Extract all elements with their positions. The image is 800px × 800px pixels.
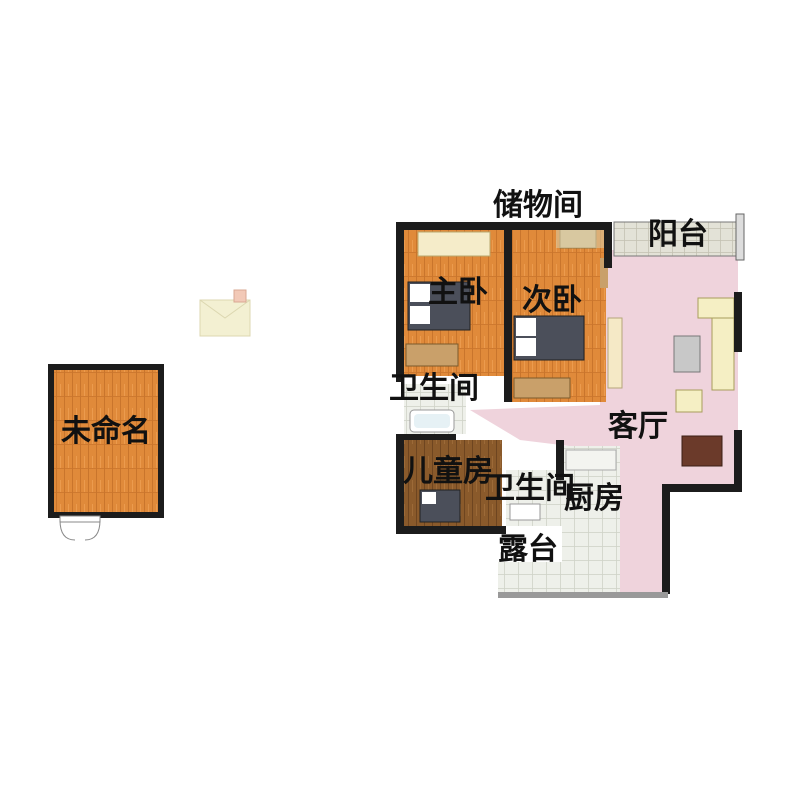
label-balcony: 阳台: [648, 217, 708, 252]
walls: [396, 222, 742, 598]
room-kitchen: [562, 446, 620, 592]
room-storage: [556, 228, 606, 248]
room-terrace: [498, 562, 564, 592]
living-furniture: [607, 297, 735, 467]
room-bathroom-1: [404, 384, 466, 434]
label-master-bedroom: 主卧: [428, 275, 488, 310]
label-storage: 储物间: [493, 188, 583, 223]
label-living-room: 客厅: [608, 409, 668, 444]
label-unnamed: 未命名: [61, 414, 151, 449]
room-second-bedroom: [512, 227, 608, 402]
label-bathroom-2: 卫生间: [485, 471, 575, 506]
label-second-bedroom: 次卧: [522, 283, 582, 318]
label-kids-room: 儿童房: [403, 454, 493, 489]
label-bathroom-1: 卫生间: [389, 371, 479, 406]
room-balcony: [613, 213, 745, 261]
room-bathroom-2: [506, 470, 562, 526]
room-unnamed: [48, 364, 164, 541]
small-room-block: [199, 289, 251, 337]
label-terrace: 露台: [498, 532, 558, 567]
room-master-bedroom: [404, 228, 504, 376]
label-kitchen: 厨房: [564, 481, 624, 516]
room-kids: [404, 440, 502, 528]
